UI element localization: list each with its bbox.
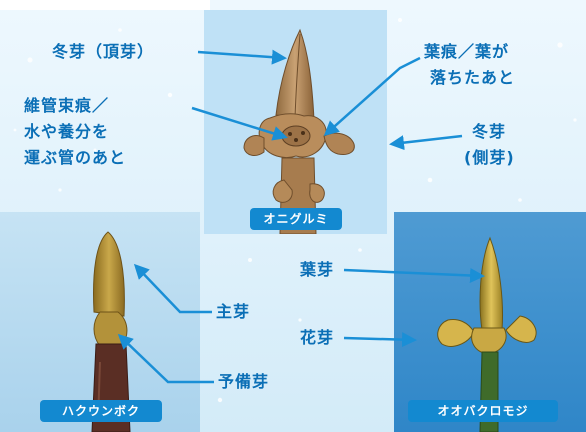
- oobakuromoji-caption: オオバクロモジ: [408, 400, 558, 422]
- walnut-caption: オニグルミ: [250, 208, 342, 230]
- vascular-bundle-label-line3: 運ぶ管のあと: [24, 148, 127, 167]
- hakuunboku-caption: ハクウンボク: [40, 400, 162, 422]
- hakuunboku-bud-illustration: [91, 231, 131, 432]
- reserve-bud-label: 予備芽: [218, 372, 270, 391]
- lateral-bud-label-line2: (側芽): [464, 148, 515, 167]
- lateral-bud-arrow: [389, 134, 463, 151]
- main-bud-label: 主芽: [216, 302, 251, 321]
- oobakuromoji-photo: オオバクロモジ: [394, 212, 586, 432]
- header-tab: [0, 0, 210, 10]
- walnut-photo: オニグルミ: [204, 10, 387, 234]
- leaf-scar-label-line2: 落ちたあと: [430, 68, 516, 87]
- leaf-bud-label: 葉芽: [300, 260, 335, 279]
- vascular-bundle-label-line2: 水や養分を: [24, 122, 110, 141]
- flower-bud-label: 花芽: [300, 328, 335, 347]
- leaf-scar-label-line1: 葉痕／葉が: [424, 42, 510, 61]
- walnut-bud-illustration: [243, 28, 355, 234]
- oobakuromoji-bud-illustration: [437, 236, 537, 432]
- vascular-bundle-label-line1: 維管束痕／: [24, 96, 110, 115]
- hakuunboku-photo: ハクウンボク: [0, 212, 200, 432]
- terminal-bud-label: 冬芽（頂芽）: [52, 42, 155, 61]
- lateral-bud-label-line1: 冬芽: [472, 122, 507, 141]
